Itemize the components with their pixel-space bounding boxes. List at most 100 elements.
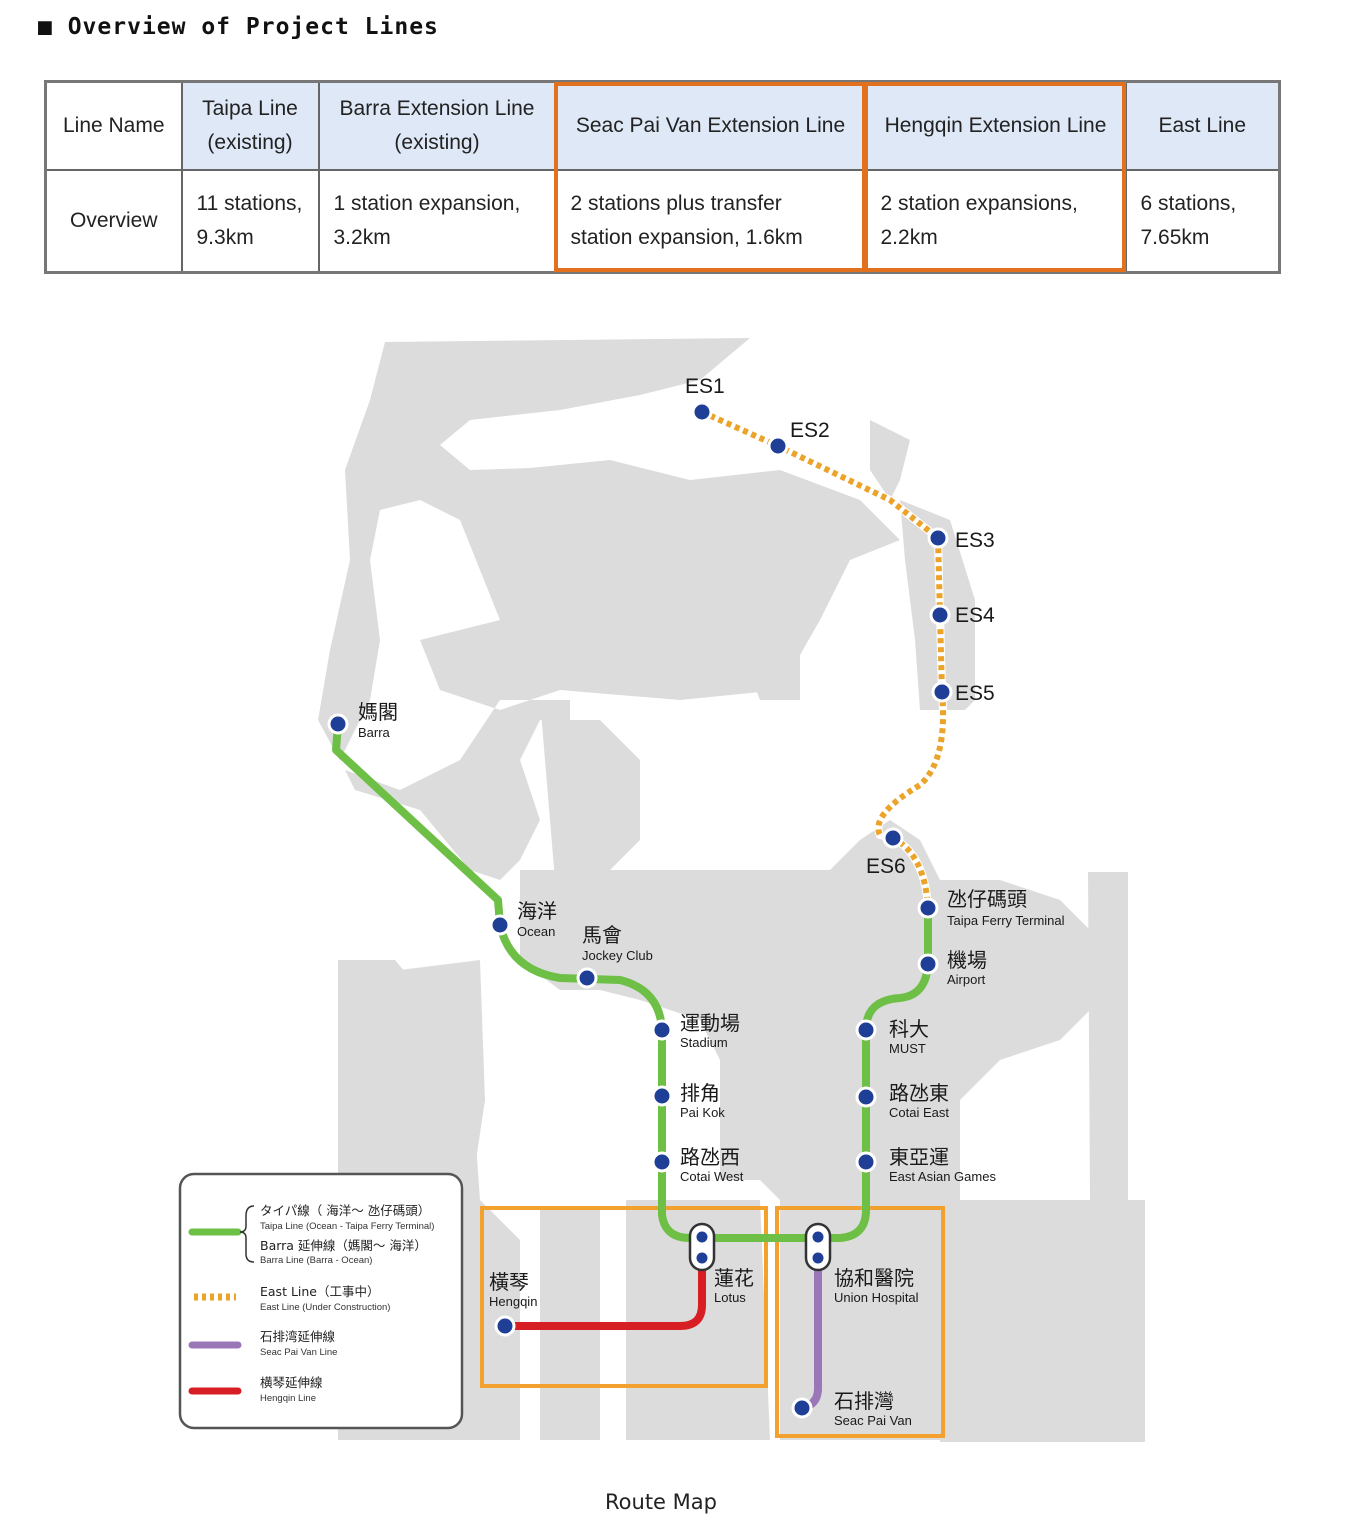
land-coloane-east [940,1200,1145,1442]
station-dot [767,435,789,457]
land-east-tip [1088,872,1128,1200]
station-dot [693,1228,711,1246]
table-header-row: Line Name Taipa Line (existing) Barra Ext… [44,80,1281,171]
station-dot [931,681,953,703]
header-taipa-line: Taipa Line (existing) [180,80,320,171]
map-legend: タイパ線（ 海洋～ 氹仔碼頭） Taipa Line (Ocean - Taip… [178,1172,464,1430]
cell-text: 3.2km [333,226,391,249]
cell-text: 2 station expansions, [880,192,1078,215]
label-paikok-en: Pai Kok [680,1105,725,1120]
table-row: Overview 11 stations, 9.3km 1 station exp… [44,169,1281,274]
land-east-reclaim [870,420,910,500]
station-dot [809,1228,827,1246]
label-cotaiwest-en: Cotai West [680,1169,744,1184]
label-airport-zh: 機場 [947,948,987,972]
zone-box-seac-pai-van [775,1206,945,1438]
station-dot [917,897,939,919]
label-paikok-zh: 排角 [680,1081,720,1105]
label-cotaieast-en: Cotai East [889,1105,949,1120]
station-dot [855,1019,877,1041]
legend-brace [239,1205,255,1263]
label-cotaiwest-zh: 路氹西 [680,1145,740,1169]
cell-text: 6 stations, [1140,192,1237,215]
land-bridge-band [540,700,570,880]
header-text: Taipa Line [202,97,298,120]
label-ferry-zh: 氹仔碼頭 [947,887,1027,911]
station-dot [855,1151,877,1173]
cell-barra: 1 station expansion, 3.2km [317,169,557,274]
route-map: ES1 ES2 ES3 ES4 ES5 ES6 媽閣 Barra 海洋 Ocea… [178,338,1145,1442]
legend-hq-zh: 横琴延伸線 [260,1375,323,1390]
label-ocean-en: Ocean [517,924,555,939]
legend-spv-zh: 石排湾延伸線 [260,1329,336,1344]
legend-barra-en: Barra Line (Barra - Ocean) [260,1255,372,1266]
zone-box-hengqin [480,1206,768,1388]
label-es4: ES4 [955,604,995,627]
label-must-en: MUST [889,1041,926,1056]
station-dot [927,527,949,549]
label-barra-zh: 媽閣 [358,700,398,724]
cell-hengqin: 2 station expansions,2.2km [864,169,1127,274]
header-text: Line Name [62,114,165,137]
cell-taipa: 11 stations, 9.3km [180,169,320,274]
label-stadium-zh: 運動場 [680,1011,740,1035]
station-dot [651,1151,673,1173]
label-lotus-en: Lotus [714,1290,746,1305]
station-dot [855,1086,877,1108]
label-seacpaivan-zh: 石排灣 [834,1389,894,1413]
label-es2: ES2 [790,419,830,442]
label-lotus-zh: 蓮花 [714,1266,754,1290]
station-dot [651,1085,673,1107]
cell-text: 11 stations, [196,192,303,215]
label-es6: ES6 [866,855,906,878]
label-jockey-en: Jockey Club [582,948,653,963]
page-heading: ■ Overview of Project Lines [38,14,439,40]
line-taipa-barra [332,720,932,1242]
label-barra-en: Barra [358,725,391,740]
header-text: Barra Extension Line [339,97,535,120]
station-dots [327,401,953,1419]
cell-text: 1 station expansion, [333,192,521,215]
legend-box [178,1172,464,1430]
label-stadium-en: Stadium [680,1035,728,1050]
label-must-zh: 科大 [889,1017,929,1041]
label-airport-en: Airport [947,972,986,987]
land-taipa-cotai [520,820,1090,1230]
header-east-line: East Line [1124,80,1281,171]
label-ferry-en: Taipa Ferry Terminal [947,913,1065,928]
station-dot [691,401,713,423]
label-cotaieast-zh: 路氹東 [889,1081,949,1105]
legend-taipa-en: Taipa Line (Ocean - Taipa Ferry Terminal… [260,1221,434,1232]
label-es5: ES5 [955,682,995,705]
label-union-en: Union Hospital [834,1290,919,1305]
legend-barra-zh: Barra 延伸線（媽閣～ 海洋） [260,1238,427,1253]
legend-east-zh: East Line（工事中） [260,1284,380,1299]
line-east-dashes [700,409,947,909]
label-hengqin-zh: 橫琴 [489,1270,529,1294]
project-lines-table: Line Name Taipa Line (existing) Barra Ext… [44,80,1281,274]
station-dot [809,1249,827,1267]
line-hengqin [501,1256,706,1330]
land-river-island [385,385,560,495]
header-subtext: (existing) [207,131,293,154]
cell-text: station expansion, 1.6km [570,226,803,249]
label-ocean-zh: 海洋 [517,899,557,923]
label-eag-en: East Asian Games [889,1169,996,1184]
label-es1: ES1 [685,375,725,398]
land-hengqin-west [400,960,485,1200]
station-dot [494,1315,516,1337]
cell-east: 6 stations,7.65km [1124,169,1281,274]
header-subtext: (existing) [394,131,480,154]
line-east [700,408,948,909]
station-dot [917,953,939,975]
station-dot [882,827,904,849]
label-eag-zh: 東亞運 [889,1145,949,1169]
label-es3: ES3 [955,529,995,552]
legend-taipa-zh: タイパ線（ 海洋～ 氹仔碼頭） [260,1203,430,1218]
station-dot [576,967,598,989]
overview-label: Overview [44,169,183,274]
legend-east-en: East Line (Under Construction) [260,1302,390,1313]
station-labels: ES1 ES2 ES3 ES4 ES5 ES6 媽閣 Barra 海洋 Ocea… [358,375,1065,1428]
cell-text: 9.3km [196,226,254,249]
